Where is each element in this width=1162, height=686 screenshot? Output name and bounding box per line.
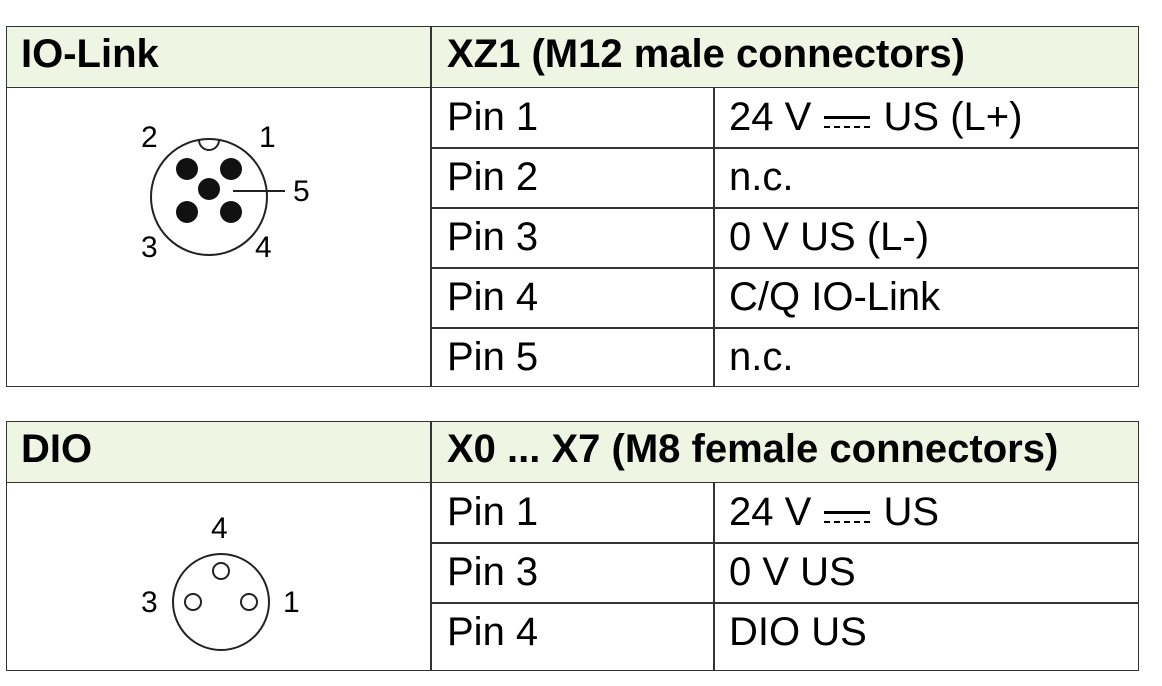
m12-connector-diagram: 2 1 5 3 4: [141, 121, 310, 264]
pin-label: Pin 3: [447, 215, 539, 259]
pin-function-text: 24 V: [729, 490, 812, 534]
pin-label: Pin 4: [447, 610, 539, 654]
pin-5-dot: [198, 178, 220, 200]
iolink-connector-title: XZ1 (M12 male connectors): [447, 32, 965, 76]
label-pin-5: 5: [293, 175, 310, 208]
pin-function: 24 V US (L+): [729, 87, 1022, 147]
label-pin-1: 1: [283, 586, 300, 619]
pin-3-dot: [176, 201, 198, 223]
pin-function: n.c.: [729, 147, 793, 207]
label-pin-4: 4: [255, 231, 272, 264]
pin-function-text: 0 V US: [729, 550, 856, 594]
pin-4-dot: [220, 201, 242, 223]
pin-label: Pin 1: [447, 490, 539, 534]
pin-2-dot: [176, 158, 198, 180]
pin-function: C/Q IO-Link: [729, 267, 940, 327]
pin-function: n.c.: [729, 327, 793, 387]
pin-1-dot: [220, 158, 242, 180]
pin-function: 0 V US: [729, 542, 856, 602]
pin-function: DIO US: [729, 602, 867, 662]
pin-label: Pin 1: [447, 95, 539, 139]
pin-function-text: C/Q IO-Link: [729, 275, 941, 319]
pin-label: Pin 2: [447, 155, 539, 199]
iolink-table: IO-Link XZ1 (M12 male connectors) 2 1 5 …: [6, 26, 1139, 387]
dio-connector-title: X0 ... X7 (M8 female connectors): [447, 427, 1059, 471]
label-pin-3: 3: [141, 586, 158, 619]
pin-function: 0 V US (L-): [729, 207, 929, 267]
iolink-table-header: IO-Link XZ1 (M12 male connectors): [7, 27, 1138, 88]
pin-label: Pin 5: [447, 335, 539, 379]
pin-function-text: 0 V US (L-): [729, 215, 930, 259]
dc-symbol-icon: [824, 505, 871, 529]
m8-connector-diagram: 4 3 1: [141, 512, 300, 651]
label-pin-4: 4: [211, 512, 228, 545]
pin-label: Pin 4: [447, 275, 539, 319]
pin-1-hole: [240, 593, 258, 611]
pin-function-suffix: US (L+): [883, 95, 1023, 139]
label-pin-3: 3: [141, 231, 158, 264]
pin-function-text: n.c.: [729, 155, 794, 199]
pin-label: Pin 3: [447, 550, 539, 594]
label-pin-2: 2: [141, 121, 158, 154]
dio-table-header: DIO X0 ... X7 (M8 female connectors): [7, 422, 1138, 483]
pin-function-suffix: US: [883, 490, 940, 534]
pin-function: 24 V US: [729, 482, 939, 542]
dio-table: DIO X0 ... X7 (M8 female connectors) 4 3…: [6, 421, 1139, 671]
iolink-title: IO-Link: [21, 32, 159, 76]
pin-4-hole: [212, 562, 230, 580]
pin-function-text: 24 V: [729, 95, 812, 139]
pin-3-hole: [184, 593, 202, 611]
dc-symbol-icon: [824, 110, 871, 134]
pin-function-text: n.c.: [729, 335, 794, 379]
label-pin-1: 1: [259, 121, 276, 154]
dio-title: DIO: [21, 427, 93, 471]
pin-function-text: DIO US: [729, 610, 867, 654]
